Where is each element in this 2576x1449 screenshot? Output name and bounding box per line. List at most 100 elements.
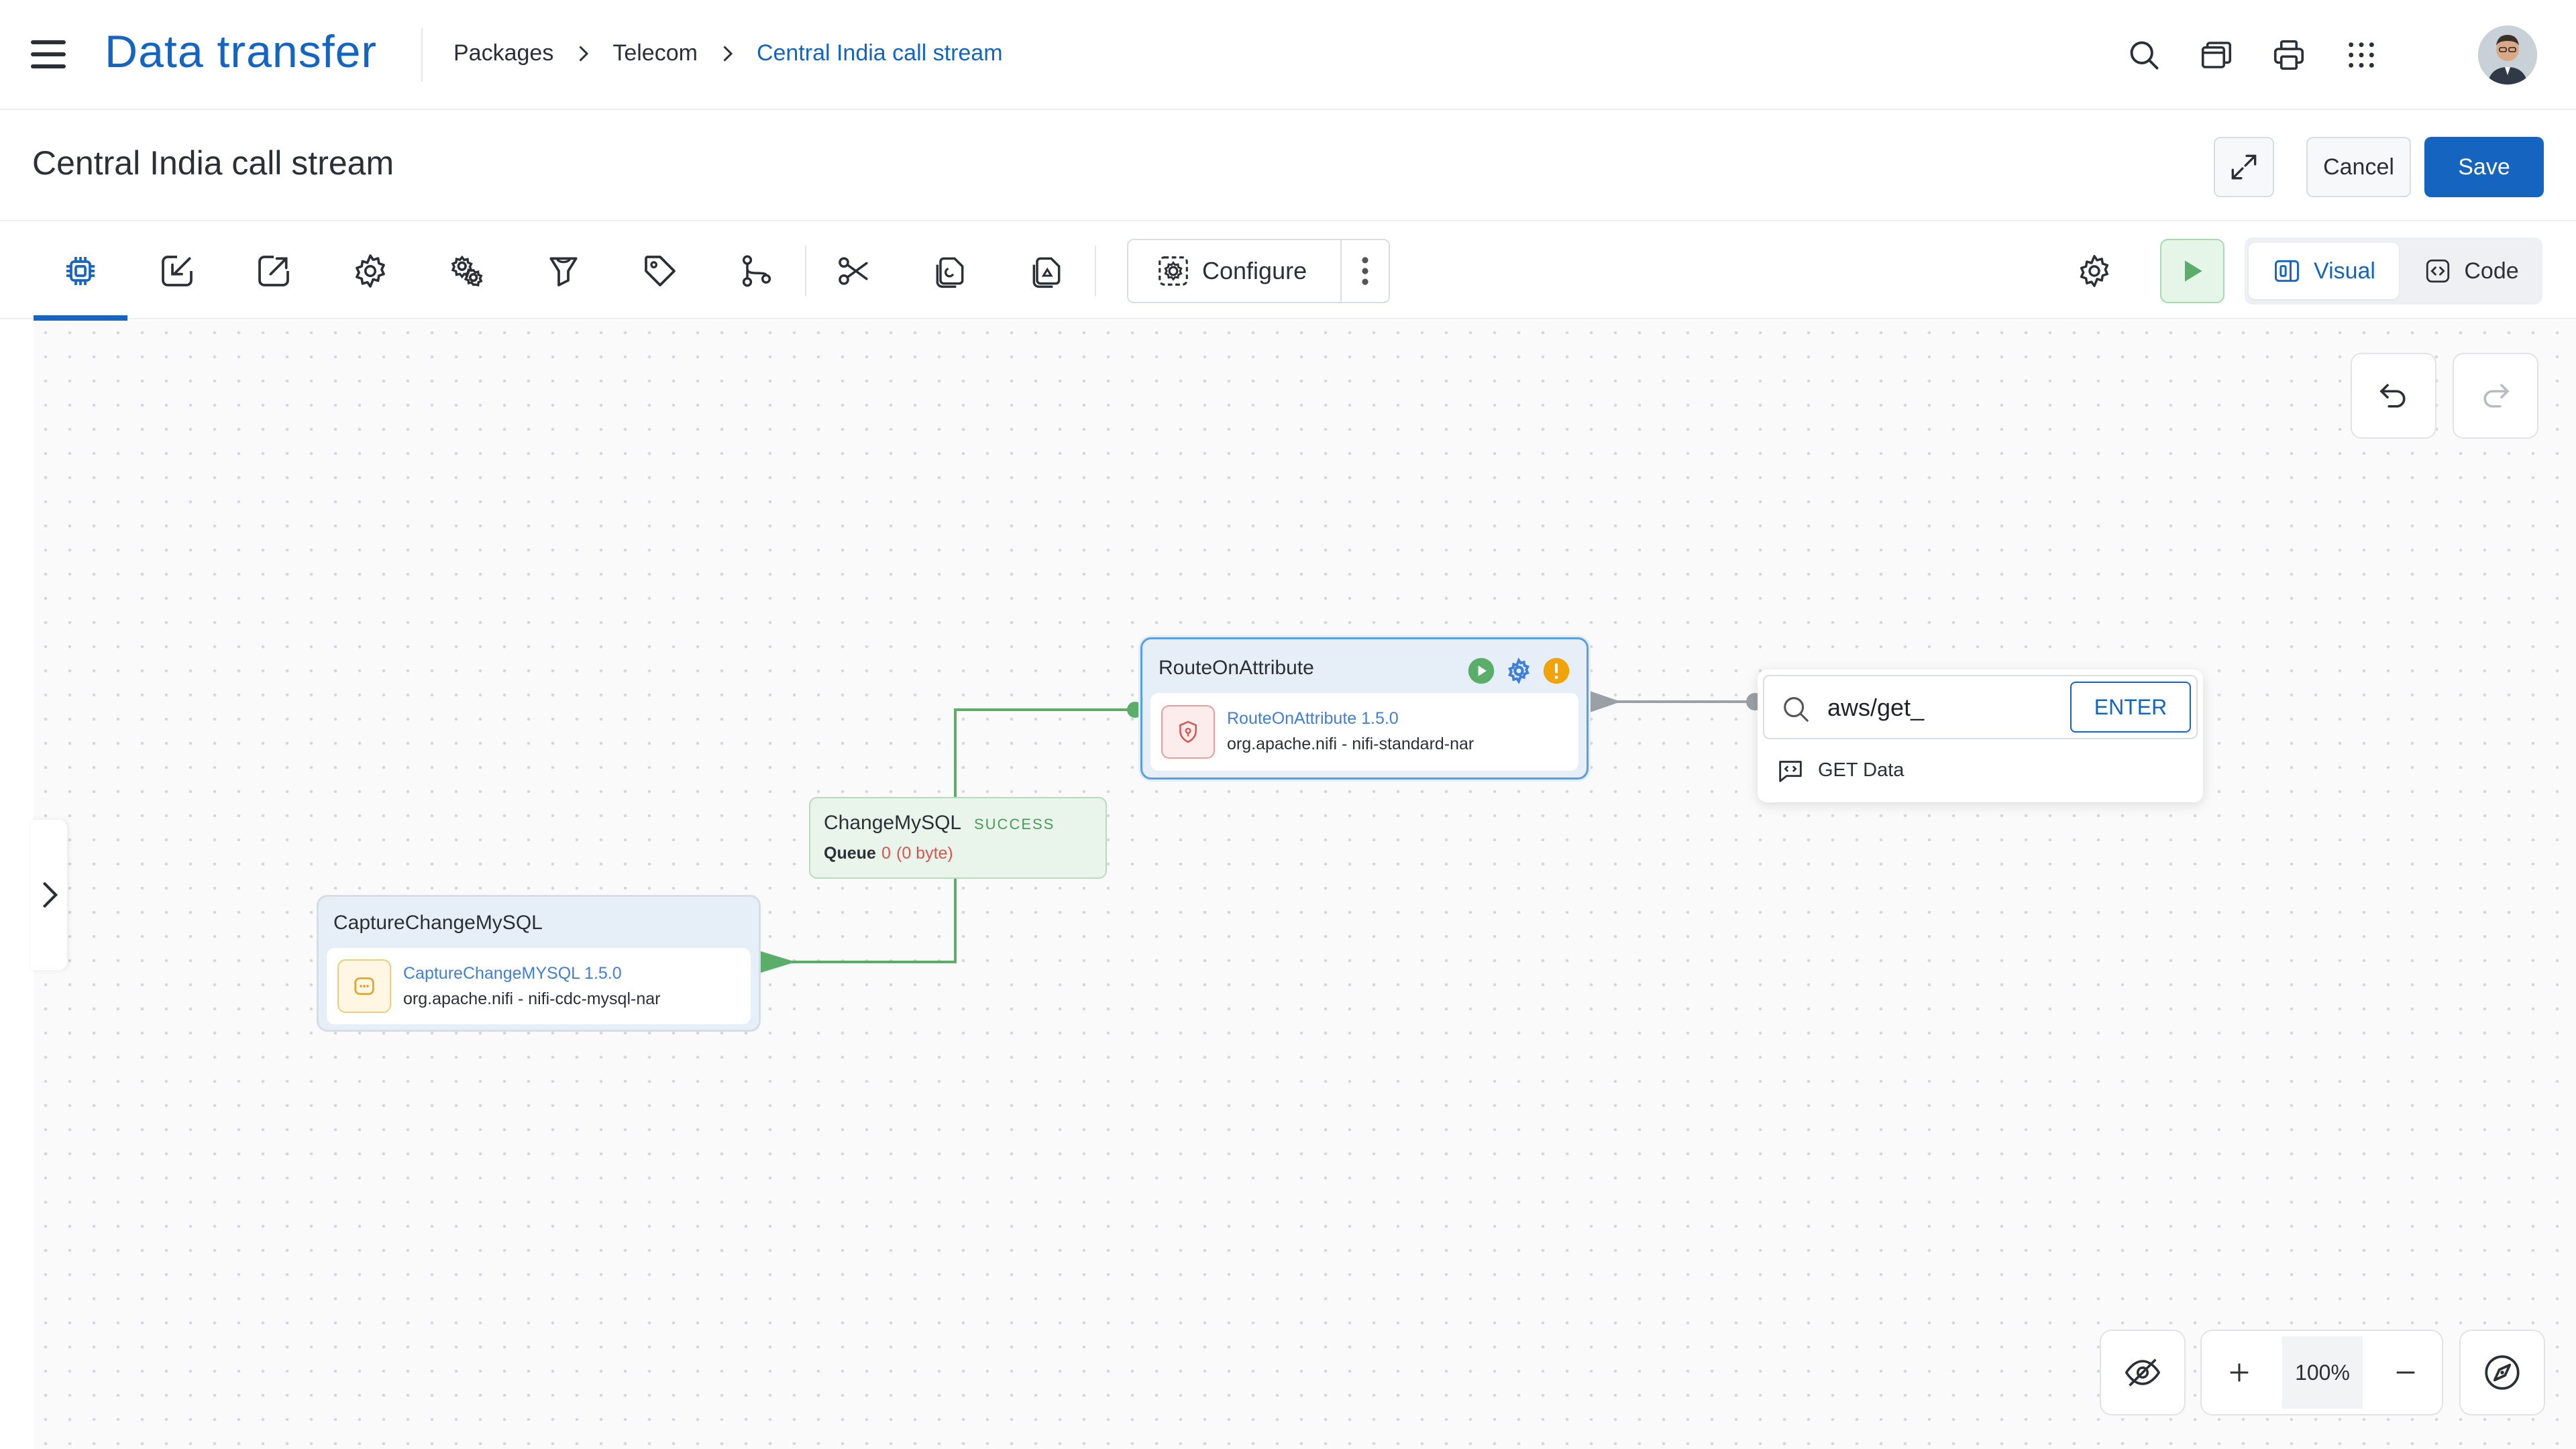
windows-icon[interactable] <box>2196 35 2237 75</box>
remote-group-icon <box>451 255 483 287</box>
cut-tool[interactable] <box>822 240 884 302</box>
avatar[interactable] <box>2478 25 2537 85</box>
process-group-tool[interactable] <box>339 240 401 302</box>
breadcrumb-telecom[interactable]: Telecom <box>612 40 698 66</box>
search-input[interactable]: aws/get_ <box>1827 694 1925 721</box>
plus-icon <box>2230 1363 2249 1382</box>
gear-icon <box>2080 255 2109 287</box>
menu-icon[interactable] <box>31 40 66 68</box>
configure-gear-icon <box>1159 256 1188 286</box>
node-version: CaptureChangeMYSQL 1.5.0 <box>403 964 622 983</box>
node-body: RouteOnAttribute 1.5.0 org.apache.nifi -… <box>1150 693 1578 771</box>
search-icon <box>1784 697 1809 722</box>
navigate-button[interactable] <box>2459 1330 2545 1415</box>
redo-icon <box>2483 384 2510 408</box>
expand-button[interactable] <box>2214 137 2274 197</box>
queue-count: 0 <box>881 844 891 863</box>
node-version: RouteOnAttribute 1.5.0 <box>1227 709 1399 728</box>
processor-node-route[interactable]: RouteOnAttribute RouteOnAttribute 1.5.0 … <box>1140 637 1589 780</box>
funnel-tool[interactable] <box>533 240 594 302</box>
view-mode-toggle: Visual Code <box>2245 237 2542 305</box>
processor-tool[interactable] <box>34 240 127 321</box>
settings-status-icon[interactable] <box>1505 657 1533 685</box>
run-button[interactable] <box>2160 239 2224 303</box>
remote-group-tool[interactable] <box>436 240 498 302</box>
paste-tool[interactable] <box>1016 240 1077 302</box>
zoom-out-button[interactable] <box>2368 1331 2443 1414</box>
divider <box>421 28 423 82</box>
process-group-icon <box>356 254 385 288</box>
funnel-icon <box>549 257 578 286</box>
breadcrumb-packages[interactable]: Packages <box>453 40 554 66</box>
queue-label: Queue <box>824 844 876 863</box>
configure-control: Configure <box>1127 239 1390 303</box>
code-mode-button[interactable]: Code <box>2406 243 2537 299</box>
toolbar: Configure Visual Code <box>0 223 2576 321</box>
chevron-right-icon <box>579 45 589 62</box>
database-icon <box>337 959 391 1013</box>
visual-layout-icon <box>2275 260 2299 282</box>
configure-button[interactable]: Configure <box>1128 240 1342 302</box>
visual-mode-label: Visual <box>2314 258 2375 284</box>
breadcrumb-current[interactable]: Central India call stream <box>756 40 1003 66</box>
configure-label: Configure <box>1202 257 1307 284</box>
output-port-icon <box>258 256 289 286</box>
minus-icon <box>2396 1371 2415 1374</box>
node-title: RouteOnAttribute <box>1159 657 1314 679</box>
redo-button[interactable] <box>2453 353 2538 439</box>
side-panel-toggle[interactable] <box>31 820 67 970</box>
add-processor-search: aws/get_ ENTER GET Data <box>1758 669 2203 802</box>
printer-icon[interactable] <box>2269 35 2309 75</box>
connection-name: ChangeMySQL <box>824 812 962 834</box>
chevron-right-icon <box>42 881 58 908</box>
more-options-button[interactable] <box>1342 256 1389 286</box>
node-title: CaptureChangeMySQL <box>333 912 543 934</box>
connection-label[interactable]: ChangeMySQL SUCCESS Queue 0 (0 byte) <box>809 797 1107 879</box>
apps-grid-icon[interactable] <box>2341 35 2381 75</box>
connection-arrowhead <box>761 951 796 973</box>
shield-icon <box>1161 705 1215 759</box>
connection-endpoint <box>1127 702 1143 718</box>
search-suggestion[interactable]: GET Data <box>1763 745 2198 796</box>
visual-mode-button[interactable]: Visual <box>2249 243 2399 299</box>
warning-status-icon[interactable] <box>1542 657 1570 685</box>
connection-arrowhead <box>1586 690 1621 714</box>
expand-icon <box>2231 154 2257 180</box>
cut-icon <box>839 257 868 285</box>
branch-tool[interactable] <box>726 240 788 302</box>
app-bar: Data transfer Packages Telecom Central I… <box>0 0 2576 110</box>
divider <box>1095 246 1096 297</box>
compass-icon <box>2485 1355 2520 1390</box>
running-status-icon[interactable] <box>1467 657 1495 685</box>
cancel-button[interactable]: Cancel <box>2306 137 2411 197</box>
input-port-icon <box>162 256 193 286</box>
toggle-visibility-button[interactable] <box>2100 1330 2186 1415</box>
page-title: Central India call stream <box>32 144 394 182</box>
label-tool[interactable] <box>629 240 691 302</box>
settings-button[interactable] <box>2063 240 2125 302</box>
code-mode-label: Code <box>2464 258 2519 284</box>
search-icon[interactable] <box>2124 35 2164 75</box>
undo-icon <box>2379 384 2406 408</box>
node-package: org.apache.nifi - nifi-standard-nar <box>1227 735 1474 753</box>
output-port-tool[interactable] <box>243 240 305 302</box>
enter-button[interactable]: ENTER <box>2070 682 2191 733</box>
save-button[interactable]: Save <box>2424 137 2544 197</box>
zoom-control: 100% <box>2200 1330 2443 1415</box>
app-title: Data transfer <box>105 26 378 77</box>
flow-canvas[interactable] <box>34 321 2576 1449</box>
copy-tool[interactable] <box>919 240 981 302</box>
more-vertical-icon <box>1362 257 1368 285</box>
code-icon <box>2426 259 2450 283</box>
zoom-level: 100% <box>2282 1336 2363 1409</box>
suggestion-label: GET Data <box>1818 759 1904 781</box>
undo-button[interactable] <box>2351 353 2436 439</box>
paste-icon <box>1032 257 1061 288</box>
zoom-in-button[interactable] <box>2202 1331 2277 1414</box>
chevron-right-icon <box>723 45 733 62</box>
processor-node-capture[interactable]: CaptureChangeMySQL CaptureChangeMYSQL 1.… <box>317 895 761 1032</box>
connection-status: SUCCESS <box>974 816 1055 833</box>
input-port-tool[interactable] <box>146 240 208 302</box>
branch-icon <box>742 255 771 287</box>
search-field[interactable]: aws/get_ ENTER <box>1763 675 2198 739</box>
